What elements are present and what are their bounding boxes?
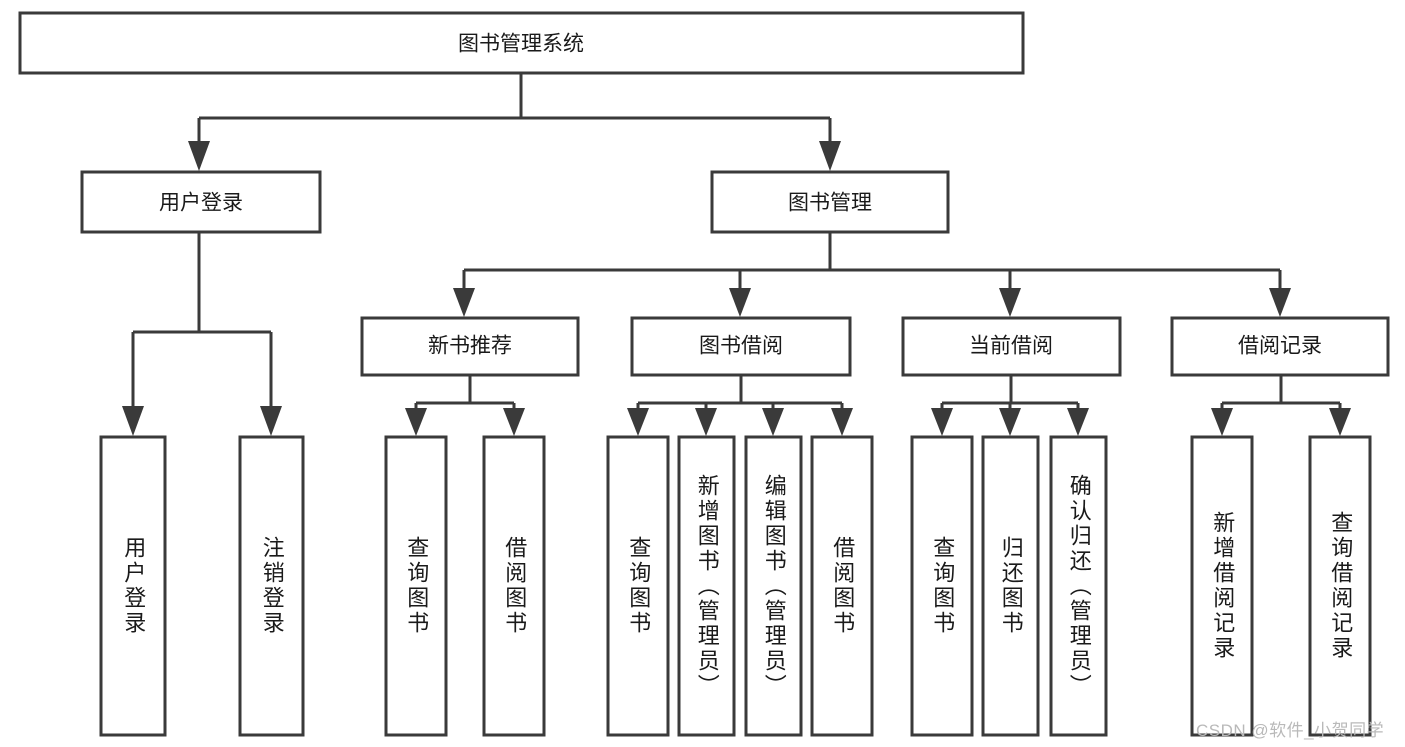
node-root-box[interactable] [18, 11, 1025, 75]
arrowhead-leaf-user-login [122, 406, 144, 436]
node-book-borrow-box[interactable] [630, 316, 852, 377]
node-current-borrow-label: 当前借阅 [969, 335, 1053, 358]
node-leaf-borrow-book-1-box[interactable] [482, 435, 546, 737]
node-root-label: 图书管理系统 [458, 33, 584, 56]
node-leaf-query-book-3-box[interactable] [910, 435, 974, 737]
node-leaf-add-record-box[interactable] [1190, 435, 1254, 737]
arrowhead-new-book-rec [453, 288, 475, 317]
node-leaf-user-login-box[interactable] [99, 435, 167, 737]
node-leaf-return-book-box[interactable] [981, 435, 1040, 737]
arrowhead-leaf-borrow-book-1 [503, 408, 525, 436]
node-book-manage-label: 图书管理 [788, 192, 872, 215]
csdn-watermark: CSDN @软件_小贺同学 [1196, 721, 1385, 740]
node-leaf-edit-book-box[interactable] [744, 435, 803, 737]
arrowhead-leaf-borrow-book-2 [831, 408, 853, 436]
arrowhead-leaf-query-record [1329, 408, 1351, 436]
arrowhead-leaf-query-book-2 [627, 408, 649, 436]
node-new-book-rec-label: 新书推荐 [428, 335, 512, 358]
arrowhead-current-borrow [999, 288, 1021, 317]
node-leaf-query-book-1-box[interactable] [384, 435, 448, 737]
arrowhead-leaf-add-record [1211, 408, 1233, 436]
node-book-manage-box[interactable] [710, 170, 950, 234]
node-leaf-query-book-2-box[interactable] [606, 435, 670, 737]
nodes-layer: 图书管理系统 用户登录 图书管理 新书推荐 图书借阅 当前借阅 借阅记录 [18, 11, 1390, 737]
arrowhead-book-manage [819, 141, 841, 171]
arrowhead-leaf-add-book [695, 408, 717, 436]
node-leaf-borrow-book-2-box[interactable] [810, 435, 874, 737]
arrowhead-user-login [188, 141, 210, 171]
arrowhead-leaf-confirm-return [1067, 408, 1089, 436]
node-borrow-record-label: 借阅记录 [1238, 335, 1322, 358]
arrowhead-leaf-edit-book [762, 408, 784, 436]
node-book-borrow-label: 图书借阅 [699, 335, 783, 358]
node-user-login-box[interactable] [80, 170, 322, 234]
node-current-borrow-box[interactable] [901, 316, 1122, 377]
arrowhead-book-borrow [729, 288, 751, 317]
node-user-login-label: 用户登录 [159, 192, 243, 215]
arrowhead-borrow-record [1269, 288, 1291, 317]
connectors-layer [122, 73, 1351, 436]
node-leaf-logout-box[interactable] [238, 435, 305, 737]
arrowhead-leaf-query-book-3 [931, 408, 953, 436]
arrowhead-leaf-logout [260, 406, 282, 436]
arrowhead-leaf-query-book-1 [405, 408, 427, 436]
node-borrow-record-box[interactable] [1170, 316, 1390, 377]
node-new-book-rec-box[interactable] [360, 316, 580, 377]
node-leaf-query-record-box[interactable] [1308, 435, 1372, 737]
node-leaf-confirm-return-box[interactable] [1049, 435, 1108, 737]
arrowhead-leaf-return-book [999, 408, 1021, 436]
node-leaf-add-book-box[interactable] [677, 435, 736, 737]
